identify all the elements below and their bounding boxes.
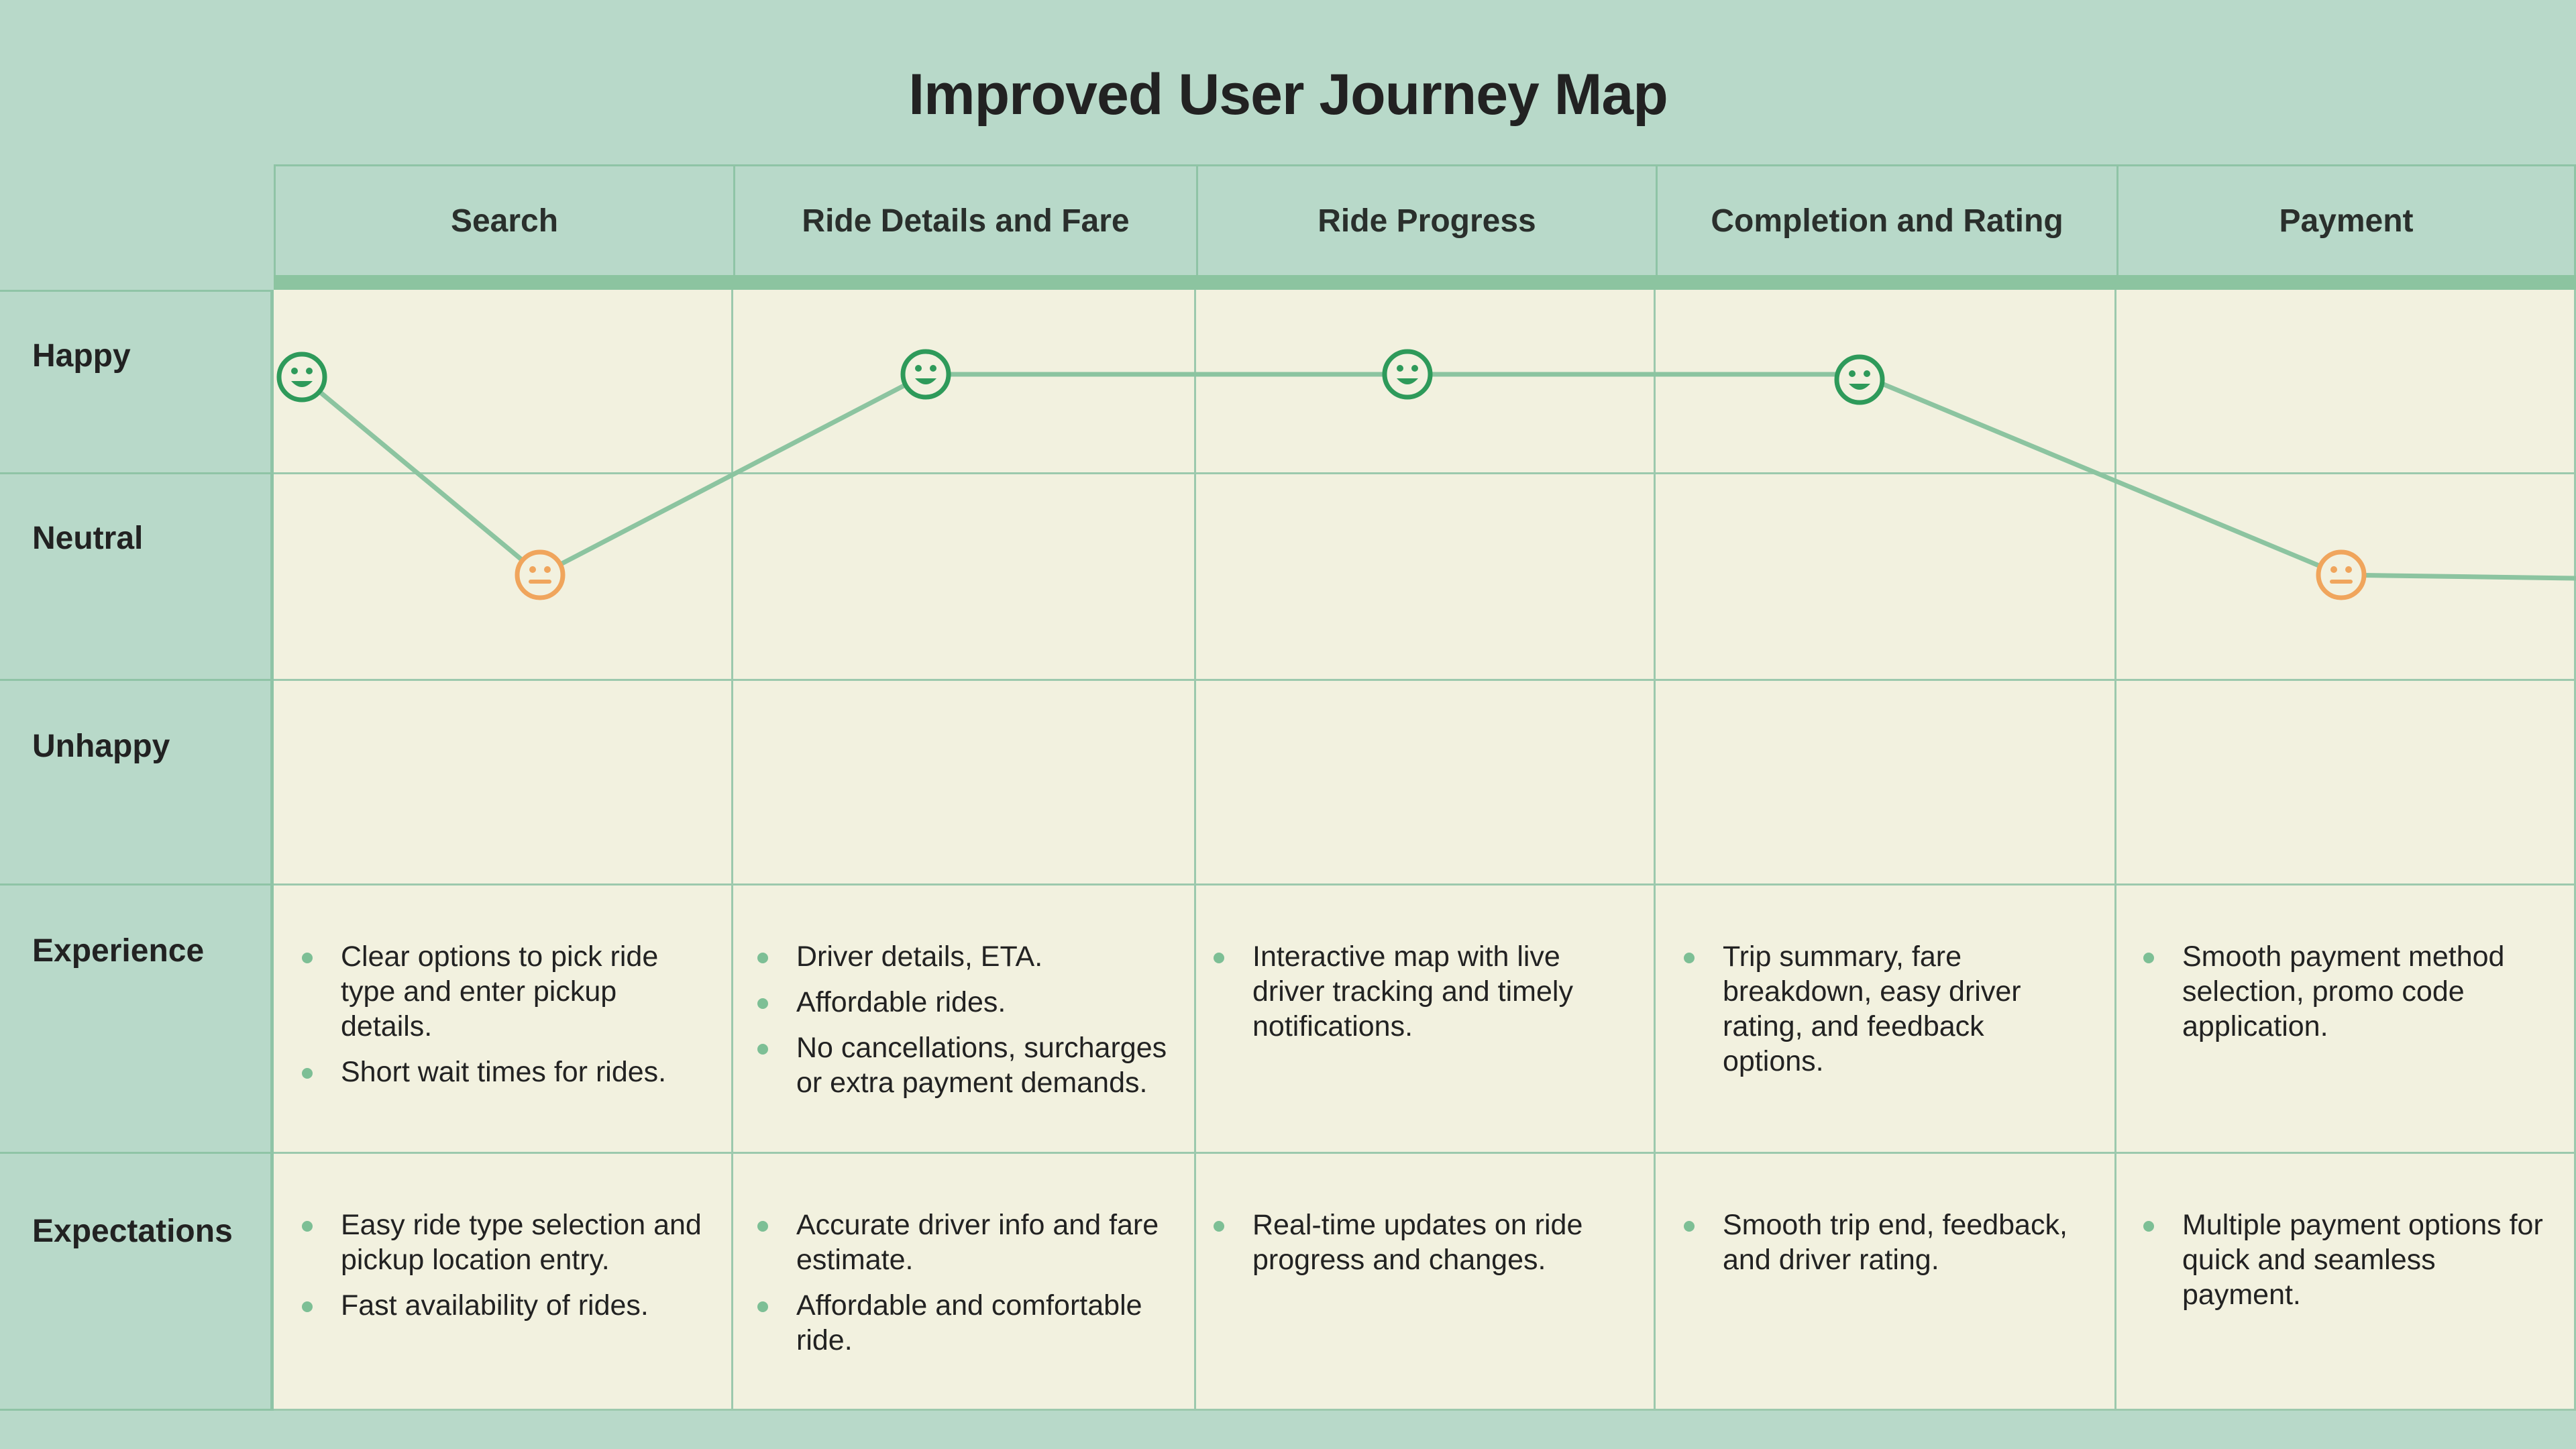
cell-neutral-ride-details: [733, 474, 1196, 681]
stage-header-completion: Completion and Rating: [1656, 164, 2116, 275]
cell-experience-ride-details: Driver details, ETA. Affordable rides. N…: [733, 885, 1196, 1154]
stage-header-payment: Payment: [2116, 164, 2576, 275]
cell-unhappy-search: [274, 681, 733, 885]
expectations-list-payment: Multiple payment options for quick and s…: [2142, 1208, 2558, 1323]
cell-unhappy-completion: [1656, 681, 2116, 885]
list-item: No cancellations, surcharges or extra pa…: [756, 1030, 1172, 1100]
row-label-unhappy-text: Unhappy: [32, 729, 170, 764]
stage-header-ride-details: Ride Details and Fare: [733, 164, 1196, 275]
cell-neutral-search: [274, 474, 733, 681]
happy-face-icon: [1834, 354, 1885, 405]
experience-list-payment: Smooth payment method selection, promo c…: [2142, 939, 2558, 1055]
cell-happy-ride-details: [733, 290, 1196, 474]
expectations-list-search: Easy ride type selection and pickup loca…: [301, 1208, 710, 1334]
experience-list-search: Clear options to pick ride type and ente…: [301, 939, 710, 1100]
cell-unhappy-payment: [2116, 681, 2576, 885]
row-label-experience-text: Experience: [32, 933, 205, 969]
list-item: Affordable rides.: [756, 985, 1172, 1020]
row-label-unhappy: Unhappy: [0, 681, 274, 885]
list-item: Short wait times for rides.: [301, 1055, 710, 1089]
cell-experience-payment: Smooth payment method selection, promo c…: [2116, 885, 2576, 1154]
cell-unhappy-ride-details: [733, 681, 1196, 885]
cell-happy-payment: [2116, 290, 2576, 474]
cell-expectations-ride-details: Accurate driver info and fare estimate. …: [733, 1154, 1196, 1411]
list-item: Easy ride type selection and pickup loca…: [301, 1208, 710, 1277]
cell-neutral-completion: [1656, 474, 2116, 681]
experience-list-ride-progress: Interactive map with live driver trackin…: [1212, 939, 1621, 1055]
list-item: Multiple payment options for quick and s…: [2142, 1208, 2558, 1312]
list-item: Affordable and comfortable ride.: [756, 1288, 1172, 1358]
emotion-curve: [276, 349, 2576, 600]
cell-expectations-ride-progress: Real-time updates on ride progress and c…: [1196, 1154, 1656, 1411]
list-item: Fast availability of rides.: [301, 1288, 710, 1323]
row-label-experience: Experience: [0, 885, 274, 1154]
cell-expectations-search: Easy ride type selection and pickup loca…: [274, 1154, 733, 1411]
expectations-list-ride-progress: Real-time updates on ride progress and c…: [1212, 1208, 1621, 1288]
list-item: Interactive map with live driver trackin…: [1212, 939, 1621, 1044]
cell-happy-search: [274, 290, 733, 474]
emotion-line: [300, 372, 2576, 581]
page-title: Improved User Journey Map: [908, 62, 1668, 127]
expectations-list-completion: Smooth trip end, feedback, and driver ra…: [1682, 1208, 2085, 1288]
list-item: Smooth trip end, feedback, and driver ra…: [1682, 1208, 2085, 1277]
happy-face-icon: [1382, 349, 1433, 400]
cell-happy-completion: [1656, 290, 2116, 474]
stage-header-ride-progress: Ride Progress: [1196, 164, 1656, 275]
row-label-neutral: Neutral: [0, 474, 274, 681]
list-item: Clear options to pick ride type and ente…: [301, 939, 710, 1044]
cell-unhappy-ride-progress: [1196, 681, 1656, 885]
list-item: Driver details, ETA.: [756, 939, 1172, 974]
journey-grid: Search Ride Details and Fare Ride Progre…: [0, 164, 2576, 1411]
happy-face-icon: [900, 349, 951, 400]
cell-neutral-ride-progress: [1196, 474, 1656, 681]
neutral-face-icon: [2316, 549, 2367, 600]
row-label-expectations: Expectations: [0, 1154, 274, 1411]
cell-expectations-completion: Smooth trip end, feedback, and driver ra…: [1656, 1154, 2116, 1411]
stage-header-search: Search: [274, 164, 733, 275]
row-label-happy-text: Happy: [32, 338, 131, 374]
list-item: Accurate driver info and fare estimate.: [756, 1208, 1172, 1277]
expectations-list-ride-details: Accurate driver info and fare estimate. …: [756, 1208, 1172, 1368]
header-divider: [274, 275, 2576, 290]
row-label-neutral-text: Neutral: [32, 521, 144, 556]
list-item: Smooth payment method selection, promo c…: [2142, 939, 2558, 1044]
list-item: Trip summary, fare breakdown, easy drive…: [1682, 939, 2085, 1079]
cell-experience-completion: Trip summary, fare breakdown, easy drive…: [1656, 885, 2116, 1154]
happy-face-icon: [276, 352, 327, 402]
neutral-face-icon: [515, 549, 566, 600]
row-label-happy: Happy: [0, 290, 274, 474]
cell-expectations-payment: Multiple payment options for quick and s…: [2116, 1154, 2576, 1411]
row-label-expectations-text: Expectations: [32, 1214, 233, 1249]
experience-list-completion: Trip summary, fare breakdown, easy drive…: [1682, 939, 2085, 1089]
experience-list-ride-details: Driver details, ETA. Affordable rides. N…: [756, 939, 1172, 1111]
cell-experience-ride-progress: Interactive map with live driver trackin…: [1196, 885, 1656, 1154]
list-item: Real-time updates on ride progress and c…: [1212, 1208, 1621, 1277]
cell-experience-search: Clear options to pick ride type and ente…: [274, 885, 733, 1154]
